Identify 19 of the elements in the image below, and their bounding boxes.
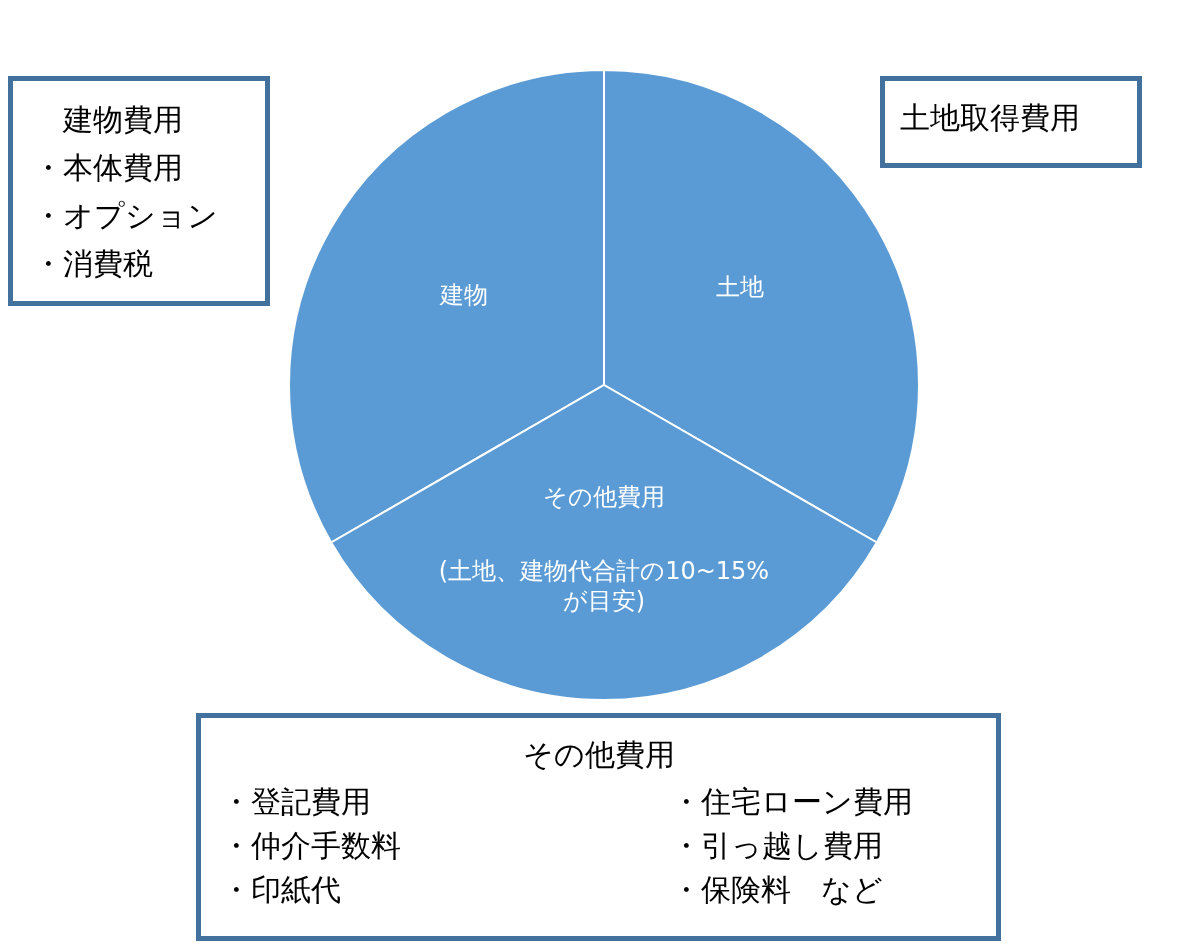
bullet-item: ・オプション — [33, 197, 218, 235]
slice-label: 土地 — [715, 272, 765, 302]
box-heading: 土地取得費用 — [900, 99, 1080, 137]
text-box — [880, 76, 1142, 168]
bullet-item: ・本体費用 — [33, 149, 183, 187]
bullet-item: ・消費税 — [33, 245, 153, 283]
bullet-item: ・保険料 など — [671, 871, 883, 909]
bullet-item: ・登記費用 — [221, 783, 371, 821]
slice-note: (土地、建物代合計の10~15%が目安) — [437, 556, 771, 616]
bullet-item: ・引っ越し費用 — [671, 827, 883, 865]
bullet-item: ・住宅ローン費用 — [671, 783, 913, 821]
box-heading: その他費用 — [521, 736, 676, 774]
text-box — [8, 76, 270, 306]
bullet-item: ・印紙代 — [221, 871, 341, 909]
box-heading: 建物費用 — [63, 101, 183, 139]
text-box — [196, 713, 1001, 941]
slice-label: 建物 — [439, 280, 489, 310]
slice-label: その他費用 — [542, 482, 666, 512]
bullet-item: ・仲介手数料 — [221, 827, 401, 865]
